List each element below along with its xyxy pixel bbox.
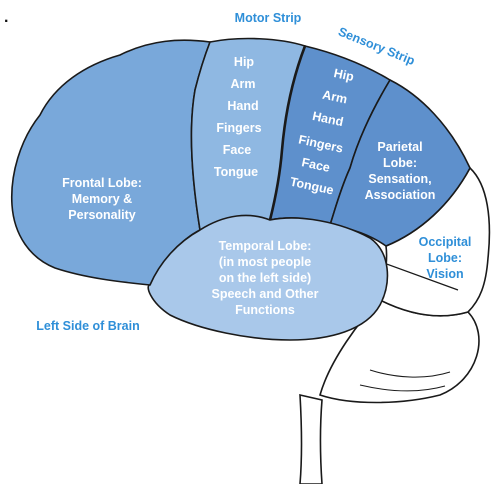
parietal-lobe-line: Parietal — [377, 140, 422, 154]
motor-strip-label: Motor Strip — [235, 11, 302, 25]
temporal-lobe-line: Speech and Other — [212, 287, 319, 301]
corner-mark: . — [4, 9, 8, 26]
temporal-lobe-line: on the left side) — [219, 271, 311, 285]
frontal-lobe-line: Memory & — [72, 192, 132, 206]
motor-part-label: Arm — [230, 77, 255, 91]
brainstem — [300, 395, 322, 484]
parietal-lobe-line: Association — [365, 188, 436, 202]
occipital-lobe-line: Vision — [426, 267, 463, 281]
frontal-lobe-line: Frontal Lobe: — [62, 176, 142, 190]
parietal-lobe-line: Lobe: — [383, 156, 417, 170]
parietal-lobe-line: Sensation, — [368, 172, 431, 186]
frontal-lobe-line: Personality — [68, 208, 135, 222]
temporal-lobe-line: Functions — [235, 303, 295, 317]
motor-part-label: Hip — [234, 55, 255, 69]
occipital-lobe-line: Lobe: — [428, 251, 462, 265]
motor-part-label: Hand — [227, 99, 258, 113]
temporal-lobe-line: Temporal Lobe: — [219, 239, 312, 253]
left-side-label: Left Side of Brain — [36, 319, 139, 333]
motor-part-label: Fingers — [216, 121, 261, 135]
occipital-lobe-line: Occipital — [419, 235, 472, 249]
temporal-lobe-line: (in most people — [219, 255, 311, 269]
motor-part-label: Face — [223, 143, 252, 157]
motor-part-label: Tongue — [214, 165, 258, 179]
frontal-lobe-label: Frontal Lobe: Memory & Personality — [62, 176, 142, 222]
